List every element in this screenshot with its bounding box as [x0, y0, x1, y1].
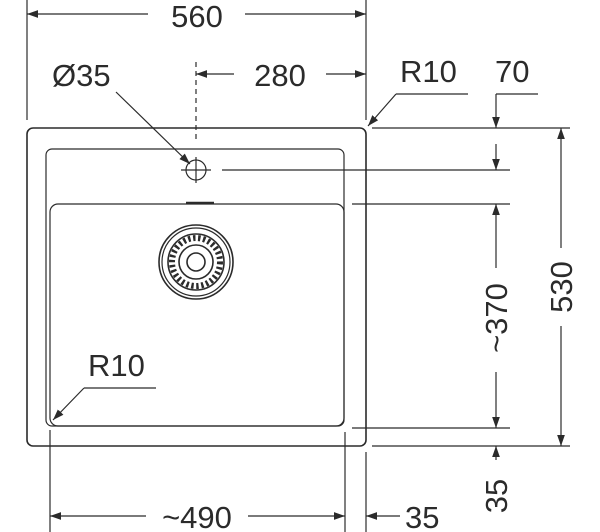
bottom-margin-label: 35 — [479, 479, 514, 513]
overall-width-label: 560 — [171, 0, 223, 34]
bowl-width-label: ~490 — [162, 500, 232, 532]
sink-deck-outline — [45, 148, 345, 427]
overall-depth-label: 530 — [544, 261, 579, 313]
drain-icon — [158, 224, 234, 300]
side-margin-label: 35 — [405, 500, 439, 532]
inner-radius-leader — [52, 387, 85, 421]
sink-bowl-outline — [49, 203, 345, 427]
outer-radius-leader — [367, 93, 397, 127]
outer-radius-label: R10 — [400, 54, 457, 89]
hole-diameter-label: Ø35 — [52, 58, 111, 93]
tap-hole-icon — [181, 157, 211, 183]
hole-offset-label: 280 — [254, 58, 306, 93]
top-margin-label: 70 — [495, 54, 529, 89]
inner-radius-label: R10 — [88, 348, 145, 383]
bowl-depth-label: ~370 — [479, 283, 514, 353]
hole-diameter-leader — [115, 91, 191, 165]
